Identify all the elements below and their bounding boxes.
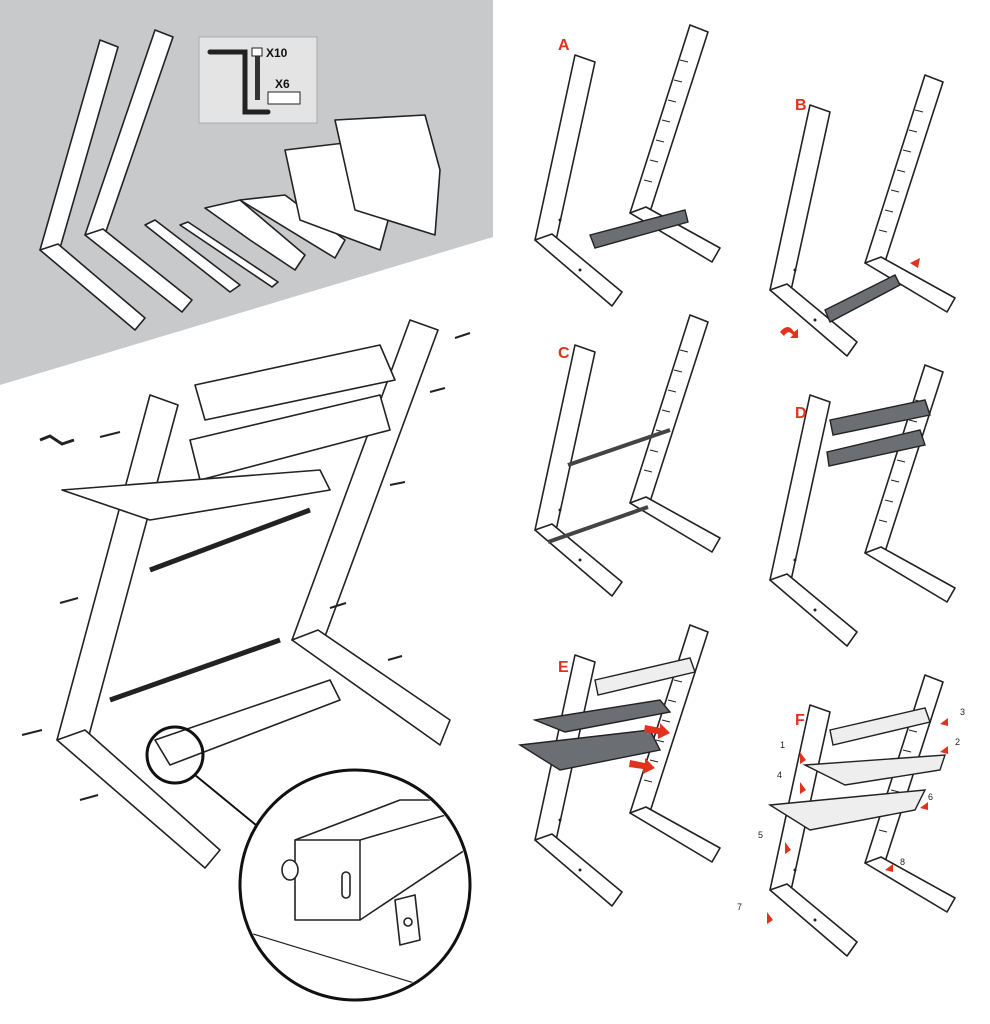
step-label: A bbox=[558, 37, 570, 54]
step-label: D bbox=[795, 405, 807, 422]
step-b: B bbox=[769, 74, 956, 357]
parts-background bbox=[0, 0, 493, 385]
step-order-number: 2 bbox=[955, 737, 960, 747]
step-label: E bbox=[558, 659, 569, 676]
step-label: B bbox=[795, 97, 807, 114]
step-order-number: 1 bbox=[780, 740, 785, 750]
bolt-icon bbox=[251, 47, 263, 57]
allen-key-icon bbox=[207, 49, 271, 115]
nut-icon bbox=[267, 91, 301, 105]
step-d: D bbox=[769, 364, 956, 647]
nut-quantity: X6 bbox=[275, 77, 290, 91]
step-label: C bbox=[558, 345, 570, 362]
step-order-number: 8 bbox=[900, 857, 905, 867]
step-a: A bbox=[534, 24, 721, 307]
step-order-number: 5 bbox=[758, 830, 763, 840]
step-order-number: 4 bbox=[777, 770, 782, 780]
step-order-numbers: 1 2 3 4 5 6 7 8 bbox=[737, 707, 965, 912]
step-c: C bbox=[534, 314, 721, 597]
hardware-box: X10 X6 bbox=[198, 36, 318, 124]
step-order-number: 3 bbox=[960, 707, 965, 717]
step-label: F bbox=[795, 712, 805, 729]
step-f: F 1 2 3 4 5 6 7 8 bbox=[737, 674, 965, 957]
parts-layout bbox=[39, 29, 441, 331]
step-order-number: 7 bbox=[737, 902, 742, 912]
step-e: E bbox=[517, 624, 721, 907]
bolt-quantity: X10 bbox=[266, 46, 288, 60]
exploded-chair bbox=[21, 319, 471, 869]
step-order-number: 6 bbox=[928, 792, 933, 802]
detail-inset bbox=[238, 768, 472, 1002]
